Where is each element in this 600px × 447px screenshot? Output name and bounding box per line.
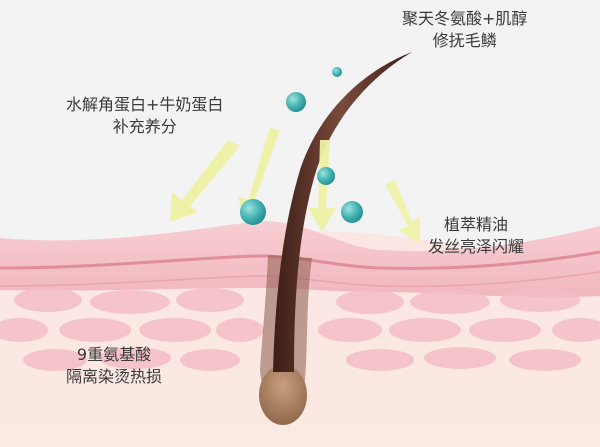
label-hydrolyzed-protein-line2: 补充养分 [112,117,177,136]
label-hydrolyzed-protein: 水解角蛋白+牛奶蛋白 补充养分 [66,94,223,138]
label-amino-peptide: 聚天冬氨酸+肌醇 修抚毛鳞 [402,8,527,52]
absorption-arrow-icon [308,140,336,232]
absorption-arrows [170,128,420,244]
nutrient-bubble-icon [317,167,335,185]
label-amino-peptide-line2: 修抚毛鳞 [432,31,497,50]
label-plant-oil-line1: 植萃精油 [444,215,509,234]
hair-strand-icon [273,52,412,372]
label-nine-amino: 9重氨基酸 隔离染烫热损 [66,344,162,388]
nutrient-bubble-icon [240,199,266,225]
nutrient-bubble-icon [332,67,342,77]
label-plant-oil-line2: 发丝亮泽闪耀 [428,237,525,256]
nutrient-bubble-icon [286,92,306,112]
hair-bulb [259,365,307,425]
nutrient-bubble-icon [341,201,363,223]
absorption-arrow-icon [170,140,240,222]
label-nine-amino-line1: 9重氨基酸 [76,345,152,364]
absorption-arrow-icon [385,180,420,244]
label-amino-peptide-line1: 聚天冬氨酸+肌醇 [402,9,528,28]
label-hydrolyzed-protein-line1: 水解角蛋白+牛奶蛋白 [66,95,224,114]
absorption-arrow-icon [238,128,280,222]
label-nine-amino-line2: 隔离染烫热损 [66,367,163,386]
skin-line-lower [0,271,600,288]
nutrient-bubbles [240,67,363,225]
label-plant-oil: 植萃精油 发丝亮泽闪耀 [428,214,524,258]
skin-cells [0,288,600,371]
